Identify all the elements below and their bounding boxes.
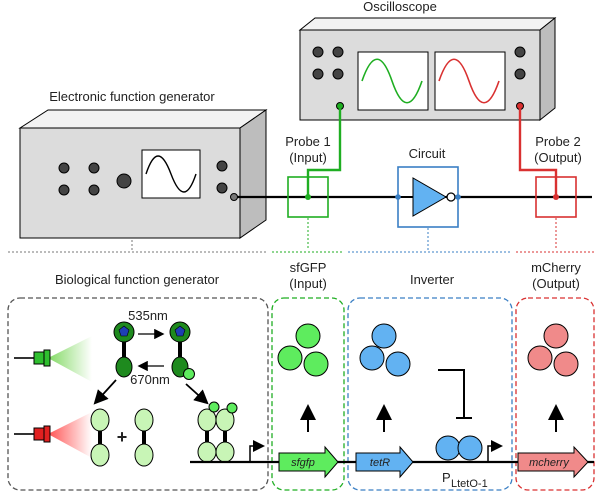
promoter-arrow-2 xyxy=(487,440,503,462)
wavelength-535-label: 535nm xyxy=(128,308,168,323)
tetr-bound xyxy=(435,435,483,461)
electronic-function-generator xyxy=(18,109,268,239)
gene-tetr xyxy=(355,445,414,479)
probe2-wire xyxy=(518,108,558,197)
green-scope-screen xyxy=(357,51,429,111)
red-light-icon xyxy=(14,412,92,458)
knob-icon xyxy=(58,184,70,196)
mcherry-proteins xyxy=(527,323,579,377)
knob-icon xyxy=(514,68,526,80)
gene-sfgfp xyxy=(278,445,339,479)
knob-icon xyxy=(58,162,70,174)
monomer-pair xyxy=(90,408,154,467)
red-scope-screen xyxy=(434,51,506,111)
repression-line xyxy=(438,369,465,418)
knob-icon xyxy=(514,46,526,58)
photoreceptor-light-state xyxy=(169,321,195,380)
tetr-proteins xyxy=(359,323,411,377)
sfgfp-panel xyxy=(271,297,345,491)
inverter-label: Inverter xyxy=(410,272,455,287)
probe2-label: Probe 2 xyxy=(535,134,581,149)
knob-icon xyxy=(88,162,100,174)
promoter-label: P xyxy=(442,470,451,485)
probe1-label: Probe 1 xyxy=(285,134,331,149)
oscilloscope xyxy=(298,16,557,122)
knob-icon xyxy=(332,46,344,58)
knob-icon xyxy=(332,68,344,80)
gene-mcherry xyxy=(517,445,589,479)
mcherry-panel xyxy=(515,297,595,491)
wavelength-670-label: 670nm xyxy=(130,372,170,387)
inverter-gate-icon xyxy=(412,177,448,217)
plus-sign: + xyxy=(117,427,128,447)
sine-waveform xyxy=(145,155,197,193)
sfgfp-label: sfGFP xyxy=(290,260,327,275)
probe2-sublabel: (Output) xyxy=(534,150,582,165)
mcherry-sublabel: (Output) xyxy=(532,276,580,291)
bio-generator-label: Biological function generator xyxy=(55,272,220,287)
promoter-arrow-1 xyxy=(249,440,265,462)
knob-icon xyxy=(216,182,228,194)
knob-icon xyxy=(312,46,324,58)
photoreceptor-dark-state xyxy=(113,321,135,378)
gene-sfgfp-label: sfgfp xyxy=(291,457,315,469)
bio-generator-panel xyxy=(7,297,269,491)
knob-icon xyxy=(216,160,228,172)
promoter-sublabel: LtetO-1 xyxy=(451,478,488,490)
gene-tetr-label: tetR xyxy=(370,457,390,469)
knob-icon xyxy=(88,184,100,196)
output-port xyxy=(230,193,238,201)
sfgfp-proteins xyxy=(277,323,329,377)
green-waveform xyxy=(361,58,423,104)
bound-dimer xyxy=(197,401,238,463)
probe1-sublabel: (Input) xyxy=(289,150,327,165)
green-light-icon xyxy=(14,336,92,382)
gene-mcherry-label: mcherry xyxy=(529,457,570,469)
sfgfp-sublabel: (Input) xyxy=(289,276,327,291)
probe1-tip xyxy=(305,194,311,200)
knob-icon xyxy=(312,68,324,80)
red-waveform xyxy=(438,58,500,104)
electronic-generator-label: Electronic function generator xyxy=(49,89,215,104)
mcherry-label: mCherry xyxy=(531,260,581,275)
circuit-label: Circuit xyxy=(409,146,446,161)
inverter-panel xyxy=(347,297,513,491)
knob-icon xyxy=(116,173,132,189)
probe2-tip xyxy=(553,194,559,200)
oscilloscope-label: Oscilloscope xyxy=(363,0,437,14)
probe1-wire xyxy=(306,108,342,197)
